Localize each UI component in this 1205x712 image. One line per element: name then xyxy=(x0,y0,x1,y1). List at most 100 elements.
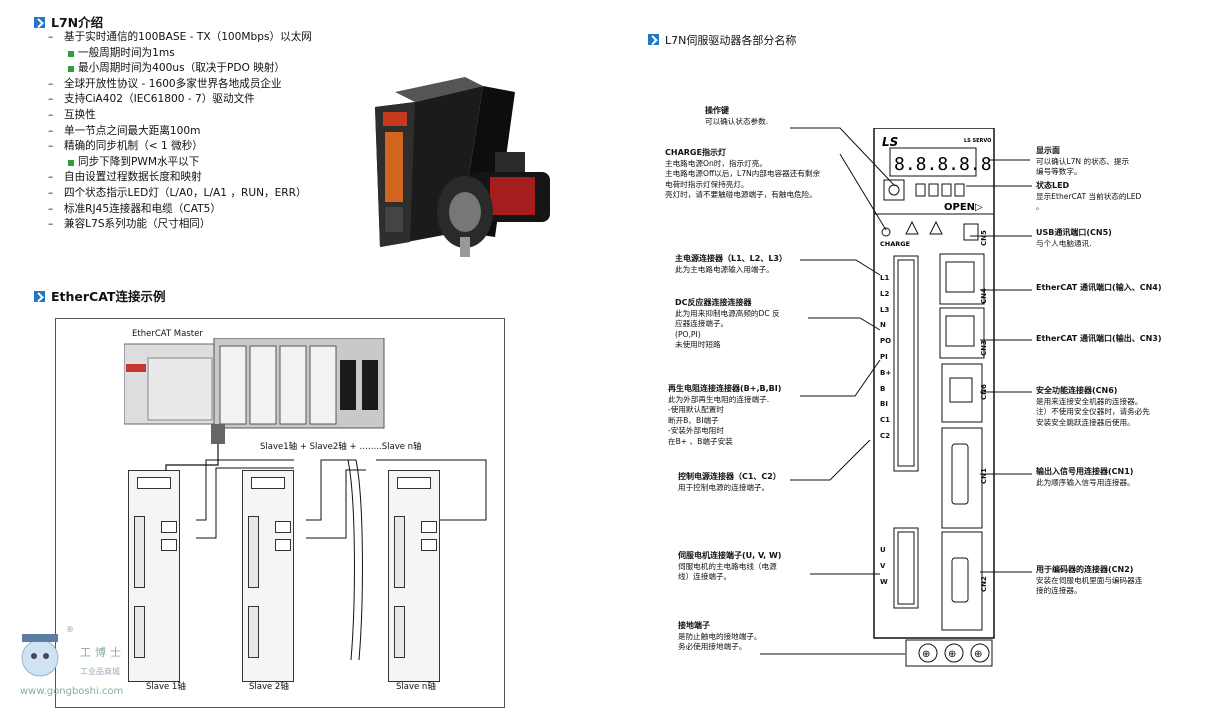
callout-line: 显示EtherCAT 当前状态的LED xyxy=(1036,191,1142,201)
feature-item: 基于实时通信的100BASE - TX（100Mbps）以太网 xyxy=(46,30,312,46)
watermark-mascot xyxy=(21,634,59,677)
callout-label: 显示面可以确认L7N 的状态、提示编号等数字。 xyxy=(1036,146,1129,178)
callout-label: 用于编码器的连接器(CN2)安装在伺服电机里面与编码器连接的连接器。 xyxy=(1036,565,1142,597)
ethercat-title: EtherCAT连接示例 xyxy=(34,286,165,305)
slave-n-label: Slave n轴 xyxy=(396,682,436,692)
callout-line: (PO,PI) xyxy=(675,329,701,339)
callout-line: 编号等数字。 xyxy=(1036,167,1082,177)
callout-title: CHARGE指示灯 xyxy=(665,148,726,157)
callout-line: 是用来连接安全机器的连接器。 xyxy=(1036,396,1143,406)
callout-line: 伺服电机的主电路电线（电源 xyxy=(678,561,777,571)
intro-title: L7N介绍 xyxy=(34,12,103,31)
terminal-pin-label: C1 xyxy=(880,416,891,425)
callout-label: EtherCAT 通讯端口(输出、CN3) xyxy=(1036,334,1161,345)
parts-title: L7N伺服驱动器各部分名称 xyxy=(648,32,796,48)
callout-label: 控制电源连接器（C1、C2）用于控制电源的连接端子。 xyxy=(678,472,781,493)
master-label: EtherCAT Master xyxy=(132,329,203,339)
callout-line: 注）不使用安全仪器时，请务必先 xyxy=(1036,407,1150,417)
callout-label: 操作键可以确认状态参数. xyxy=(705,106,768,127)
terminal-pin-label: PI xyxy=(880,353,888,361)
slave-drive-2 xyxy=(242,470,294,682)
callout-label: 安全功能连接器(CN6)是用来连接安全机器的连接器。注）不使用安全仪器时，请务必… xyxy=(1036,386,1150,428)
callout-title: EtherCAT 通讯端口(输出、CN3) xyxy=(1036,334,1162,343)
callout-title: USB通讯端口(CN5) xyxy=(1036,228,1112,237)
callout-title: 输出入信号用连接器(CN1) xyxy=(1036,467,1134,476)
callout-line: 务必使用接地端子。 xyxy=(678,642,747,652)
callout-title: 状态LED xyxy=(1036,181,1070,190)
svg-text:LS: LS xyxy=(882,135,898,149)
callout-line: 安装在伺服电机里面与编码器连 xyxy=(1036,575,1143,585)
plc-master xyxy=(124,338,385,429)
watermark-reg: ® xyxy=(66,625,74,634)
svg-text:⊕: ⊕ xyxy=(922,649,930,660)
callout-title: 控制电源连接器（C1、C2） xyxy=(678,472,781,481)
callout-line: 主电路电源Off以后，L7N内部电容器还有剩余 xyxy=(665,169,821,179)
callout-line: 应器连接端子。 xyxy=(675,319,729,329)
slave-drive-1 xyxy=(128,470,180,682)
callout-line: 与个人电脑通讯. xyxy=(1036,238,1092,248)
callout-title: 再生电阻连接连接器(B+,B,BI) xyxy=(668,384,782,393)
callout-title: 接地端子 xyxy=(678,621,710,630)
callout-line: 此为用来抑制电源高频的DC 反 xyxy=(675,308,780,318)
servo-drive-motor-photo xyxy=(375,77,550,257)
servo-drive-front: LS LS SERVO 8.8.8.8.8 OPEN▷ CHARGE ⊕ ⊕ ⊕ xyxy=(873,128,995,667)
watermark-url: www.gongboshi.com xyxy=(20,686,124,697)
terminal-pin-label: C2 xyxy=(880,432,891,440)
watermark-brand: 工博士 xyxy=(80,646,125,659)
callout-label: 接地端子是防止触电的接地端子。务必使用接地端子。 xyxy=(678,621,762,653)
svg-text:⊕: ⊕ xyxy=(948,649,956,660)
callout-title: DC反应器连接连接器 xyxy=(675,298,752,307)
callout-label: DC反应器连接连接器此为用来抑制电源高频的DC 反应器连接端子。(PO,PI)未… xyxy=(675,298,780,351)
svg-text:8.8.8.8.8: 8.8.8.8.8 xyxy=(894,154,992,175)
feature-subitem: 一般周期时间为1ms xyxy=(46,46,312,62)
svg-text:OPEN▷: OPEN▷ xyxy=(944,202,983,213)
callout-label: CHARGE指示灯主电路电源On时，指示灯亮。主电路电源Off以后，L7N内部电… xyxy=(665,148,820,201)
slave-2-label: Slave 2轴 xyxy=(249,682,289,692)
callout-title: 显示面 xyxy=(1036,146,1060,155)
terminal-pin-label: BI xyxy=(880,400,888,409)
callout-line: 可以确认L7N 的状态、提示 xyxy=(1036,156,1130,166)
feature-item: 支持CiA402（IEC61800 - 7）驱动文件 xyxy=(46,92,312,108)
callout-line: 接的连接器。 xyxy=(1036,586,1082,596)
checkbox-arrow-icon xyxy=(34,291,45,302)
terminal-pin-label: N xyxy=(880,321,886,330)
feature-subitem: 同步下降到PWM水平以下 xyxy=(46,155,312,171)
callout-line: -使用默认配置时 xyxy=(668,405,724,415)
terminal-pin-label: PO xyxy=(880,337,892,346)
callout-line: 主电路电源On时，指示灯亮。 xyxy=(665,158,767,168)
feature-list: 基于实时通信的100BASE - TX（100Mbps）以太网一般周期时间为1m… xyxy=(46,30,312,233)
ethercat-cables xyxy=(165,424,487,661)
watermark-sub: 工业品商城 xyxy=(80,667,120,676)
callout-title: EtherCAT 通讯端口(输入、CN4) xyxy=(1036,283,1162,292)
feature-item: 精确的同步机制（< 1 微秒） xyxy=(46,139,312,155)
slave-1-label: Slave 1轴 xyxy=(146,682,186,692)
svg-text:⊕: ⊕ xyxy=(974,649,982,660)
callout-label: 伺服电机连接端子(U, V, W)伺服电机的主电路电线（电源线）连接端子。 xyxy=(678,551,781,583)
callout-line: 未使用时短路 xyxy=(675,340,721,350)
callout-title: 操作键 xyxy=(705,106,729,115)
callout-label: 输出入信号用连接器(CN1)此为顺序输入信号用连接器。 xyxy=(1036,467,1135,488)
svg-text:CHARGE: CHARGE xyxy=(880,240,910,248)
feature-item: 四个状态指示LED灯（L/A0，L/A1 ，RUN，ERR） xyxy=(46,186,312,202)
callout-line: -安装外部电阻时 xyxy=(668,426,724,436)
terminal-pin-label: L2 xyxy=(880,289,890,298)
callout-label: 主电源连接器（L1、L2、L3）此为主电路电源输入用端子。 xyxy=(675,254,787,275)
callout-line: 亮灯时，请不要触碰电源端子，有触电危险。 xyxy=(665,190,817,200)
terminal-pin-label: L1 xyxy=(880,274,890,282)
callout-line: 电荷时指示灯保持亮灯。 xyxy=(665,179,749,189)
terminal-pin-label: L3 xyxy=(880,305,890,314)
terminal-pin-label: B xyxy=(880,384,886,393)
callout-title: 主电源连接器（L1、L2、L3） xyxy=(675,254,787,263)
callout-title: 用于编码器的连接器(CN2) xyxy=(1036,565,1134,574)
slave-chain-label: Slave1轴 + Slave2轴 + ……..Slave n轴 xyxy=(260,442,422,452)
callout-line: 在B+ 、B端子安装 xyxy=(668,436,733,446)
feature-item: 自由设置过程数据长度和映射 xyxy=(46,170,312,186)
callout-label: EtherCAT 通讯端口(输入、CN4) xyxy=(1036,283,1161,294)
svg-text:LS SERVO: LS SERVO xyxy=(964,138,991,144)
callout-label: 再生电阻连接连接器(B+,B,BI)此为外部再生电阻的连接端子.-使用默认配置时… xyxy=(668,384,781,448)
callout-line: 此为顺序输入信号用连接器。 xyxy=(1036,477,1135,487)
callout-line: 用于控制电源的连接端子。 xyxy=(678,482,770,492)
callout-line: 线）连接端子。 xyxy=(678,572,732,582)
